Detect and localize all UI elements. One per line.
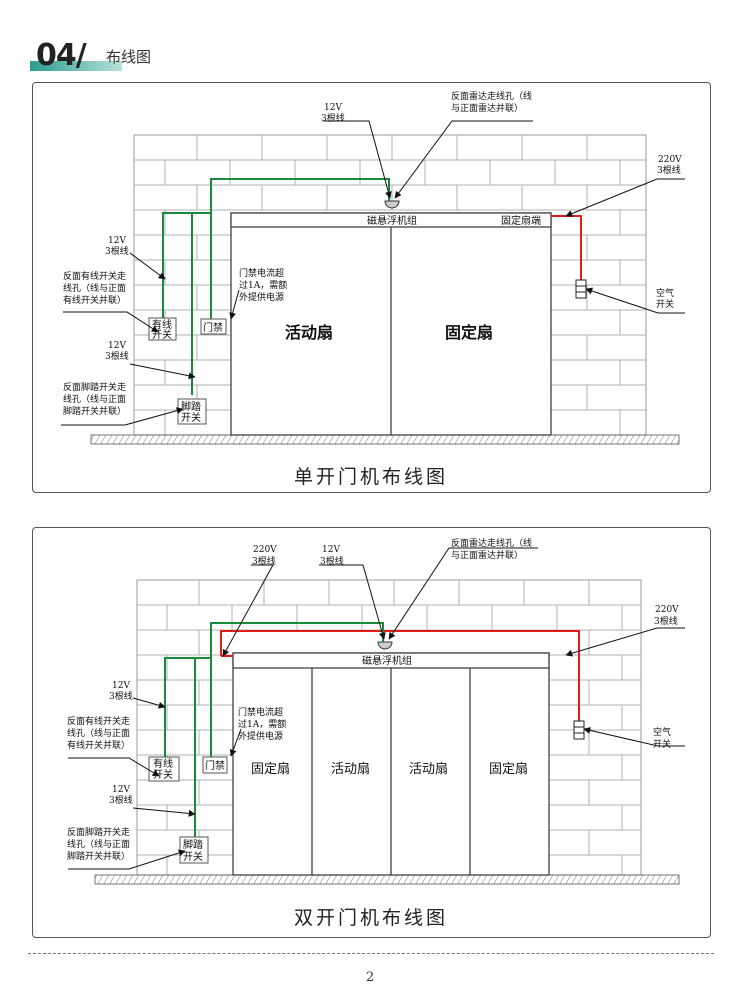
- footer-divider: [28, 953, 714, 954]
- air-breaker-label-line1: 空气: [653, 726, 671, 738]
- wire-count-220v-left: 3根线: [252, 555, 276, 567]
- foot-note-line3: 脚踏开关并联）: [67, 850, 130, 862]
- wired-note-line3: 有线开关并联）: [67, 739, 130, 751]
- wire-count-220v-right: 3根线: [654, 615, 678, 627]
- maglev-unit-label: 磁悬浮机组: [367, 214, 417, 227]
- wired-box-label-line2: 开关: [153, 768, 173, 781]
- voltage-220v: 220V: [658, 155, 682, 165]
- wire-count-wired: 3根线: [109, 690, 133, 702]
- door-frame: [232, 652, 550, 876]
- wire-count-wired: 3根线: [105, 245, 129, 257]
- wired-note-line2: 线孔（线与正面: [67, 727, 130, 739]
- wired-note-line1: 反面有线开关走: [67, 715, 130, 727]
- air-breaker-label-line2: 开关: [656, 298, 674, 310]
- air-breaker-icon: [573, 720, 585, 740]
- wire-count-top: 3根线: [320, 555, 344, 567]
- foot-note-line1: 反面脚踏开关走: [67, 826, 130, 838]
- signal-wires: [162, 178, 390, 395]
- wire-count-top: 3根线: [321, 112, 345, 124]
- access-note-line3: 外提供电源: [239, 291, 284, 303]
- voltage-12v-foot: 12V: [112, 785, 130, 795]
- wired-box-label-line1: 有线: [152, 318, 172, 331]
- radar-note-line2: 与正面雷达并联）: [451, 102, 523, 114]
- leaf-active-label: 活动扇: [285, 323, 333, 342]
- leader-lines: [61, 120, 685, 426]
- wire-count-220v: 3根线: [657, 164, 681, 176]
- access-box-label: 门禁: [205, 759, 225, 772]
- voltage-12v-foot: 12V: [108, 341, 126, 351]
- foot-box-label-line1: 脚踏: [183, 838, 203, 851]
- wired-switch-box: [148, 756, 180, 782]
- radar-note-line1: 反面雷达走线孔（线: [451, 537, 532, 549]
- access-note-line2: 过1A，需额: [238, 718, 286, 730]
- radar-icon: [384, 200, 400, 209]
- wired-box-label-line1: 有线: [153, 757, 173, 770]
- foot-note-line2: 线孔（线与正面: [67, 838, 130, 850]
- access-control-box: [200, 318, 227, 335]
- foot-box-label-line2: 开关: [183, 850, 203, 863]
- radar-note-line2: 与正面雷达并联）: [451, 549, 523, 561]
- section-number: 04/: [36, 38, 87, 73]
- maglev-unit-label: 磁悬浮机组: [362, 654, 412, 667]
- voltage-220v-right: 220V: [655, 605, 679, 615]
- air-breaker-label-line1: 空气: [656, 287, 674, 299]
- foot-note-line3: 脚踏开关并联）: [63, 405, 126, 417]
- access-note-line3: 外提供电源: [238, 730, 283, 742]
- power-wire-220v: [220, 630, 580, 730]
- leaf-4-fixed-label: 固定扇: [489, 761, 528, 777]
- leaf-2-active-label: 活动扇: [331, 761, 370, 777]
- leaf-3-active-label: 活动扇: [409, 761, 448, 777]
- wired-box-label-line2: 开关: [152, 328, 172, 341]
- single-door-wiring-diagram: 12V 3根线 反面雷达走线孔（线 与正面雷达并联） 220V 3根线 空气 开…: [61, 90, 685, 488]
- wired-note-line3: 有线开关并联）: [63, 294, 126, 306]
- voltage-12v-wired: 12V: [108, 236, 126, 246]
- access-note-line1: 门禁电流超: [238, 706, 283, 718]
- access-control-box: [202, 756, 228, 774]
- header-accent-band: [30, 61, 122, 71]
- wire-count-foot: 3根线: [109, 794, 133, 806]
- section-title: 布线图: [106, 48, 152, 66]
- foot-switch-box: [179, 836, 209, 864]
- voltage-12v-top: 12V: [322, 545, 340, 555]
- fixed-end-label: 固定扇端: [501, 214, 541, 227]
- foot-note-line1: 反面脚踏开关走: [63, 381, 126, 393]
- access-box-label: 门禁: [203, 321, 223, 334]
- section-header: 04/ 布线图: [30, 38, 180, 74]
- leaf-1-fixed-label: 固定扇: [251, 761, 290, 777]
- foot-box-label-line2: 开关: [181, 411, 201, 424]
- access-note-line2: 过1A，需额: [239, 279, 287, 291]
- air-breaker-label-line2: 开关: [653, 738, 671, 750]
- power-wire-220v: [551, 215, 582, 295]
- foot-box-label-line1: 脚踏: [181, 400, 201, 413]
- foot-note-line2: 线孔（线与正面: [63, 393, 126, 405]
- double-door-title: 双开门机布线图: [294, 907, 448, 929]
- leader-lines: [68, 547, 685, 870]
- radar-note-line1: 反面雷达走线孔（线: [451, 90, 532, 102]
- double-door-wiring-diagram: 220V 3根线 12V 3根线 反面雷达走线孔（线 与正面雷达并联） 220V…: [67, 537, 685, 929]
- wired-switch-box: [148, 317, 177, 341]
- wired-note-line1: 反面有线开关走: [63, 270, 126, 282]
- door-frame: [230, 212, 552, 436]
- access-note-line1: 门禁电流超: [239, 267, 284, 279]
- air-breaker-icon: [575, 279, 587, 299]
- voltage-220v-left: 220V: [253, 545, 277, 555]
- wired-note-line2: 线孔（线与正面: [63, 282, 126, 294]
- voltage-12v-wired: 12V: [112, 681, 130, 691]
- double-door-panel: 220V 3根线 12V 3根线 反面雷达走线孔（线 与正面雷达并联） 220V…: [32, 527, 711, 938]
- page-number: 2: [365, 970, 375, 985]
- leaf-fixed-label: 固定扇: [445, 323, 493, 342]
- wire-count-foot: 3根线: [105, 350, 129, 362]
- single-door-panel: 12V 3根线 反面雷达走线孔（线 与正面雷达并联） 220V 3根线 空气 开…: [32, 82, 711, 493]
- ground-hatch: [94, 874, 680, 885]
- single-door-title: 单开门机布线图: [294, 466, 448, 488]
- voltage-12v-top: 12V: [324, 103, 342, 113]
- ground-hatch: [90, 434, 680, 445]
- radar-icon: [377, 641, 393, 650]
